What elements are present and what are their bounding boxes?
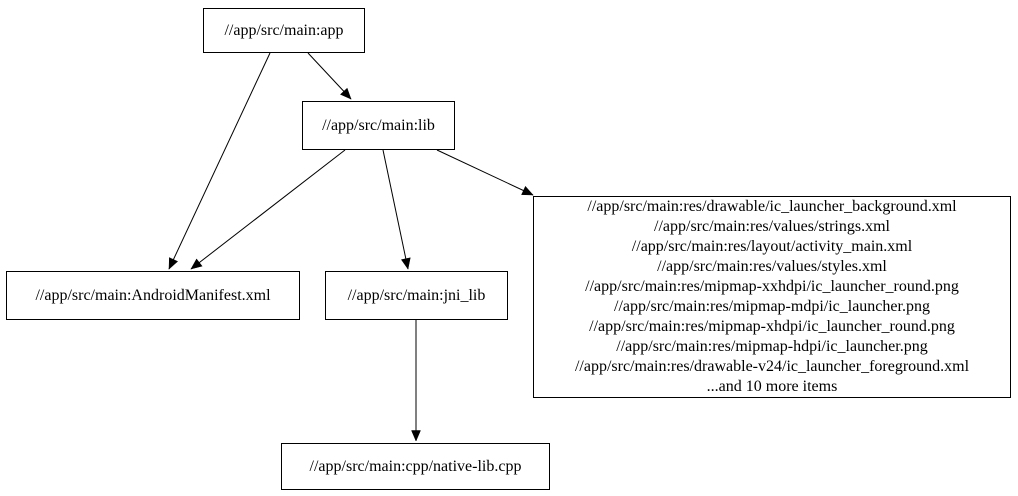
node-app-label: //app/src/main:app [224, 21, 344, 39]
node-app: //app/src/main:app [203, 8, 365, 53]
edge-lib-to-reslist [436, 149, 534, 196]
edge-lib-to-jnilib [382, 149, 411, 270]
res-file-item: //app/src/main:res/values/styles.xml [657, 257, 887, 275]
node-native-lib-cpp-label: //app/src/main:cpp/native-lib.cpp [309, 457, 522, 475]
res-file-item: //app/src/main:res/layout/activity_main.… [631, 237, 913, 255]
node-lib: //app/src/main:lib [302, 101, 455, 150]
res-file-item: //app/src/main:res/mipmap-xhdpi/ic_launc… [589, 318, 955, 336]
node-res-file-list: //app/src/main:res/drawable/ic_launcher_… [533, 196, 1011, 398]
edge-app-to-lib [307, 52, 352, 100]
res-file-item: //app/src/main:res/mipmap-hdpi/ic_launch… [616, 338, 928, 356]
res-file-item: //app/src/main:res/values/strings.xml [654, 217, 890, 235]
node-jni-lib-label: //app/src/main:jni_lib [347, 286, 486, 304]
node-android-manifest: //app/src/main:AndroidManifest.xml [6, 271, 300, 320]
res-file-item: //app/src/main:res/mipmap-mdpi/ic_launch… [614, 298, 930, 315]
res-file-item: //app/src/main:res/drawable-v24/ic_launc… [574, 358, 970, 376]
node-native-lib-cpp: //app/src/main:cpp/native-lib.cpp [281, 443, 550, 490]
res-file-item: //app/src/main:res/mipmap-xxhdpi/ic_laun… [585, 277, 959, 295]
res-file-item: ...and 10 more items [706, 378, 838, 396]
node-android-manifest-label: //app/src/main:AndroidManifest.xml [35, 286, 271, 304]
node-jni-lib: //app/src/main:jni_lib [325, 271, 508, 320]
edge-app-to-androidmanifest [168, 52, 271, 270]
node-lib-label: //app/src/main:lib [322, 116, 435, 134]
edge-lib-to-androidmanifest [190, 149, 346, 270]
res-file-item: //app/src/main:res/drawable/ic_launcher_… [587, 197, 957, 215]
